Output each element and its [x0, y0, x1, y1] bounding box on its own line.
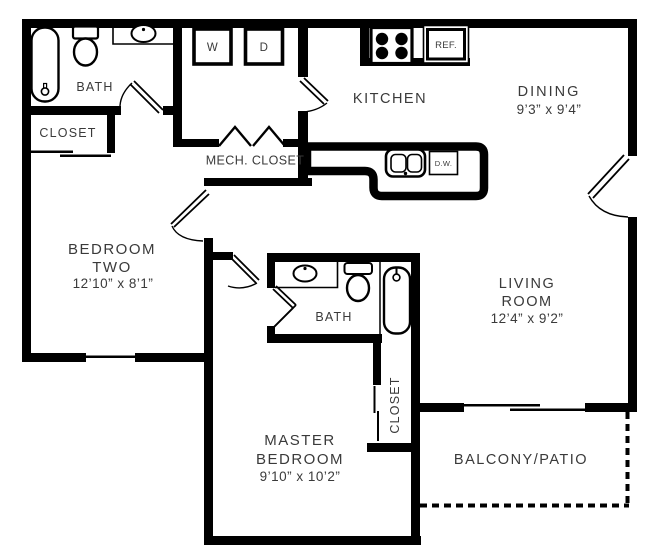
balcony-dashed-boundary [420, 412, 630, 508]
closet-one-label: CLOSET [39, 126, 96, 140]
bathtub-icon [30, 26, 60, 103]
closet-two-label: CLOSET [388, 376, 402, 433]
walls [22, 19, 637, 545]
wall-closet-two-bottom [367, 443, 420, 452]
wall-closet-two-left [373, 334, 381, 385]
mech-closet-label: MECH. CLOSET [206, 154, 305, 168]
wall-living-bottom-east [585, 403, 637, 412]
dining-label-group: DINING 9’3” x 9’4” [517, 84, 582, 117]
closet-one-sliding-door-panel [25, 150, 73, 153]
bedroom-two-door [170, 189, 210, 242]
toilet-icon [71, 25, 100, 67]
wall-outer-right-mid [628, 217, 637, 412]
wall-mech-bottom [204, 178, 312, 186]
master-bedroom-label-line2: BEDROOM [256, 451, 344, 468]
wall-appliance-nook-left [360, 27, 369, 65]
master-bedroom-label-group: MASTER BEDROOM 9’10” x 10’2” [256, 432, 344, 484]
toilet-icon [343, 262, 373, 303]
master-bedroom-dimensions: 9’10” x 10’2” [260, 469, 341, 484]
patio-sliding-door-panel [462, 404, 540, 407]
wall-bath-two-bottom [267, 334, 382, 343]
dishwasher-icon: D.W. [428, 150, 459, 176]
wall-mech-top-east [283, 139, 308, 147]
wall-bath-two-left-upper [267, 253, 275, 288]
wall-outer-right-upper [628, 19, 637, 156]
closet-one-sliding-door-panel [60, 154, 111, 157]
wall-bath-one-bottom-east [163, 106, 182, 115]
dryer-icon: D [243, 27, 285, 66]
entry-door [587, 154, 630, 218]
stove-icon [369, 25, 414, 66]
wall-bedroom-two-bottom-east [135, 353, 213, 362]
sink-icon [112, 23, 173, 45]
closet-two-door-panel [377, 411, 379, 441]
bedroom-two-label-group: BEDROOM TWO 12’10” x 8’1” [68, 241, 156, 291]
wall-bath-laundry [173, 19, 182, 147]
dishwasher-label: D.W. [435, 159, 452, 168]
refrigerator-icon: REF. [422, 24, 470, 64]
wall-living-bottom-west [420, 403, 464, 412]
wall-mech-top-west [173, 139, 219, 147]
kitchen-counter: D.W. [302, 142, 489, 201]
wall-laundry-kitchen-upper [298, 19, 308, 77]
kitchen-sink [384, 148, 427, 178]
wall-outer-left [22, 19, 31, 362]
wall-bedroom-two-bottom-west [22, 353, 86, 362]
bath-two-label: BATH [315, 310, 352, 324]
bedroom-two-label-line2: TWO [92, 259, 132, 276]
master-bedroom-door [227, 254, 260, 289]
bath-two-bifold-door [270, 285, 297, 331]
dining-dimensions: 9’3” x 9’4” [517, 102, 582, 117]
living-room-label-line2: ROOM [501, 294, 552, 310]
living-room-dimensions: 12’4” x 9’2” [491, 311, 564, 326]
dryer-label: D [260, 42, 269, 54]
refrigerator-label: REF. [435, 40, 457, 51]
master-bedroom-label-line1: MASTER [264, 432, 336, 449]
wall-master-right [411, 253, 420, 545]
washer-icon: W [192, 27, 233, 66]
wall-outer-top [22, 19, 637, 28]
bath-one-label: BATH [76, 80, 113, 94]
wall-bath-two-top [267, 253, 420, 262]
wall-master-bottom [204, 536, 421, 545]
sink-drain [403, 171, 408, 176]
living-room-label-group: LIVING ROOM 12’4” x 9’2” [491, 276, 564, 326]
bedroom-two-dimensions: 12’10” x 8’1” [73, 276, 154, 291]
dining-label: DINING [518, 84, 581, 100]
sink-icon [275, 262, 339, 289]
bath-two-fixtures [275, 262, 412, 335]
kitchen-label: KITCHEN [353, 91, 427, 107]
wall-master-left [204, 238, 213, 545]
bedroom-two-label-line1: BEDROOM [68, 241, 156, 258]
bath-one-door [119, 80, 164, 114]
bath-one-fixtures [30, 23, 173, 103]
mech-closet-bifold-doors [218, 125, 286, 147]
bedroom-two-window [86, 355, 135, 358]
wall-master-door-stub [204, 252, 233, 260]
laundry-door [299, 77, 329, 113]
wall-appliance-nook-bottom [360, 58, 470, 66]
wall-closet-one-right [107, 108, 115, 153]
bathtub-icon [382, 266, 412, 335]
living-room-label-line1: LIVING [499, 276, 556, 292]
wall-bath-one-bottom-west [22, 106, 121, 115]
washer-label: W [207, 42, 218, 54]
closet-two-door-panel [373, 386, 376, 413]
balcony-label: BALCONY/PATIO [454, 452, 588, 468]
patio-sliding-door-panel [510, 408, 587, 411]
